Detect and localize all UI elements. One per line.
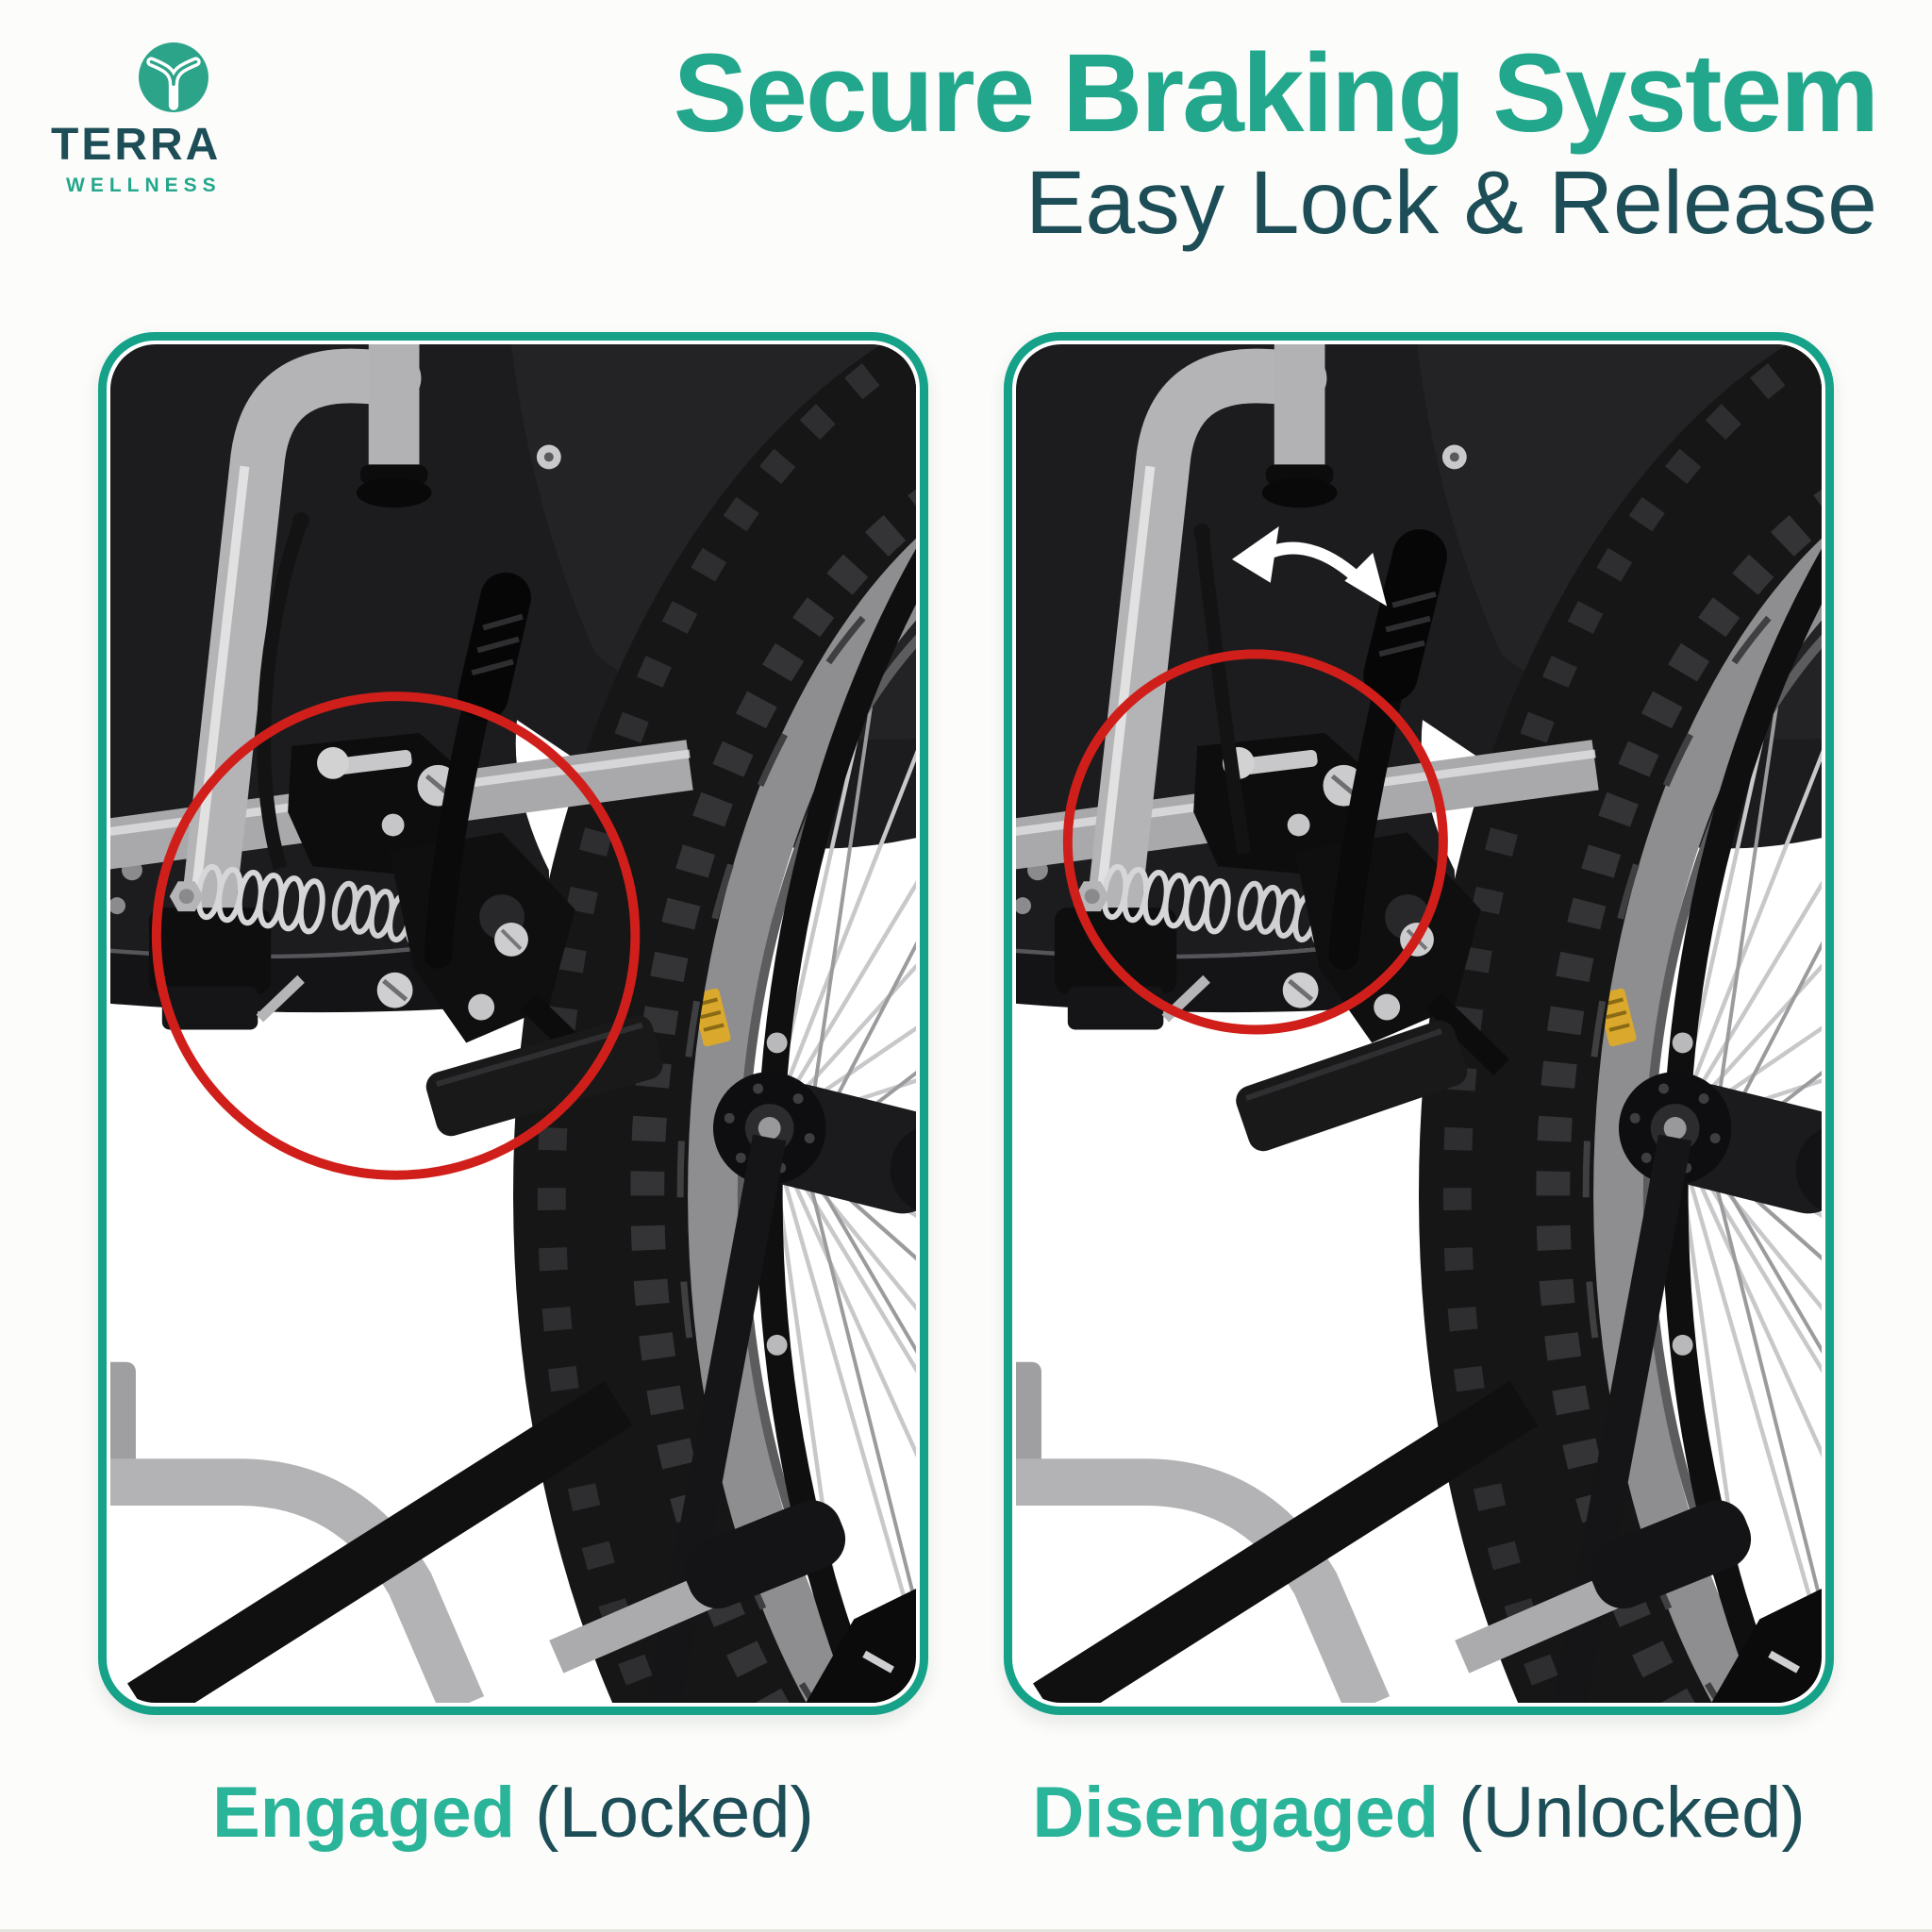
panel-engaged (98, 332, 928, 1715)
brake-handle-far-disengaged (1193, 524, 1252, 855)
red-highlight-circle (1062, 649, 1448, 1035)
page-subtitle: Easy Lock & Release (1025, 153, 1877, 254)
page-title: Secure Braking System (673, 31, 1879, 156)
panel-disengaged (1004, 332, 1834, 1715)
brake-handle-far-engaged (257, 512, 310, 871)
caption-disengaged: Disengaged (Unlocked) (1004, 1772, 1834, 1854)
caption-engaged: Engaged (Locked) (98, 1772, 928, 1854)
caption-engaged-secondary: (Locked) (535, 1773, 814, 1853)
terra-logo-icon (139, 42, 208, 112)
caption-disengaged-primary: Disengaged (1032, 1773, 1440, 1853)
brand-tagline: WELLNESS (66, 175, 222, 196)
brand-name: TERRA (51, 120, 222, 170)
bottom-hairline (0, 1929, 1932, 1932)
brake-shoe-disengaged (1236, 1020, 1468, 1152)
red-highlight-circle (151, 691, 641, 1180)
brake-lever-engaged (424, 572, 531, 969)
wheelchair-brake-photo-engaged (110, 344, 916, 1703)
wheelchair-brake-photo-disengaged (1016, 344, 1822, 1703)
header: Secure Braking System Easy Lock & Releas… (673, 23, 1879, 254)
caption-engaged-primary: Engaged (212, 1773, 516, 1853)
swing-arrow-icon (1231, 526, 1388, 607)
brake-lever-disengaged (1328, 529, 1447, 970)
caption-disengaged-secondary: (Unlocked) (1458, 1773, 1806, 1853)
brand-block: TERRA WELLNESS (51, 42, 296, 197)
